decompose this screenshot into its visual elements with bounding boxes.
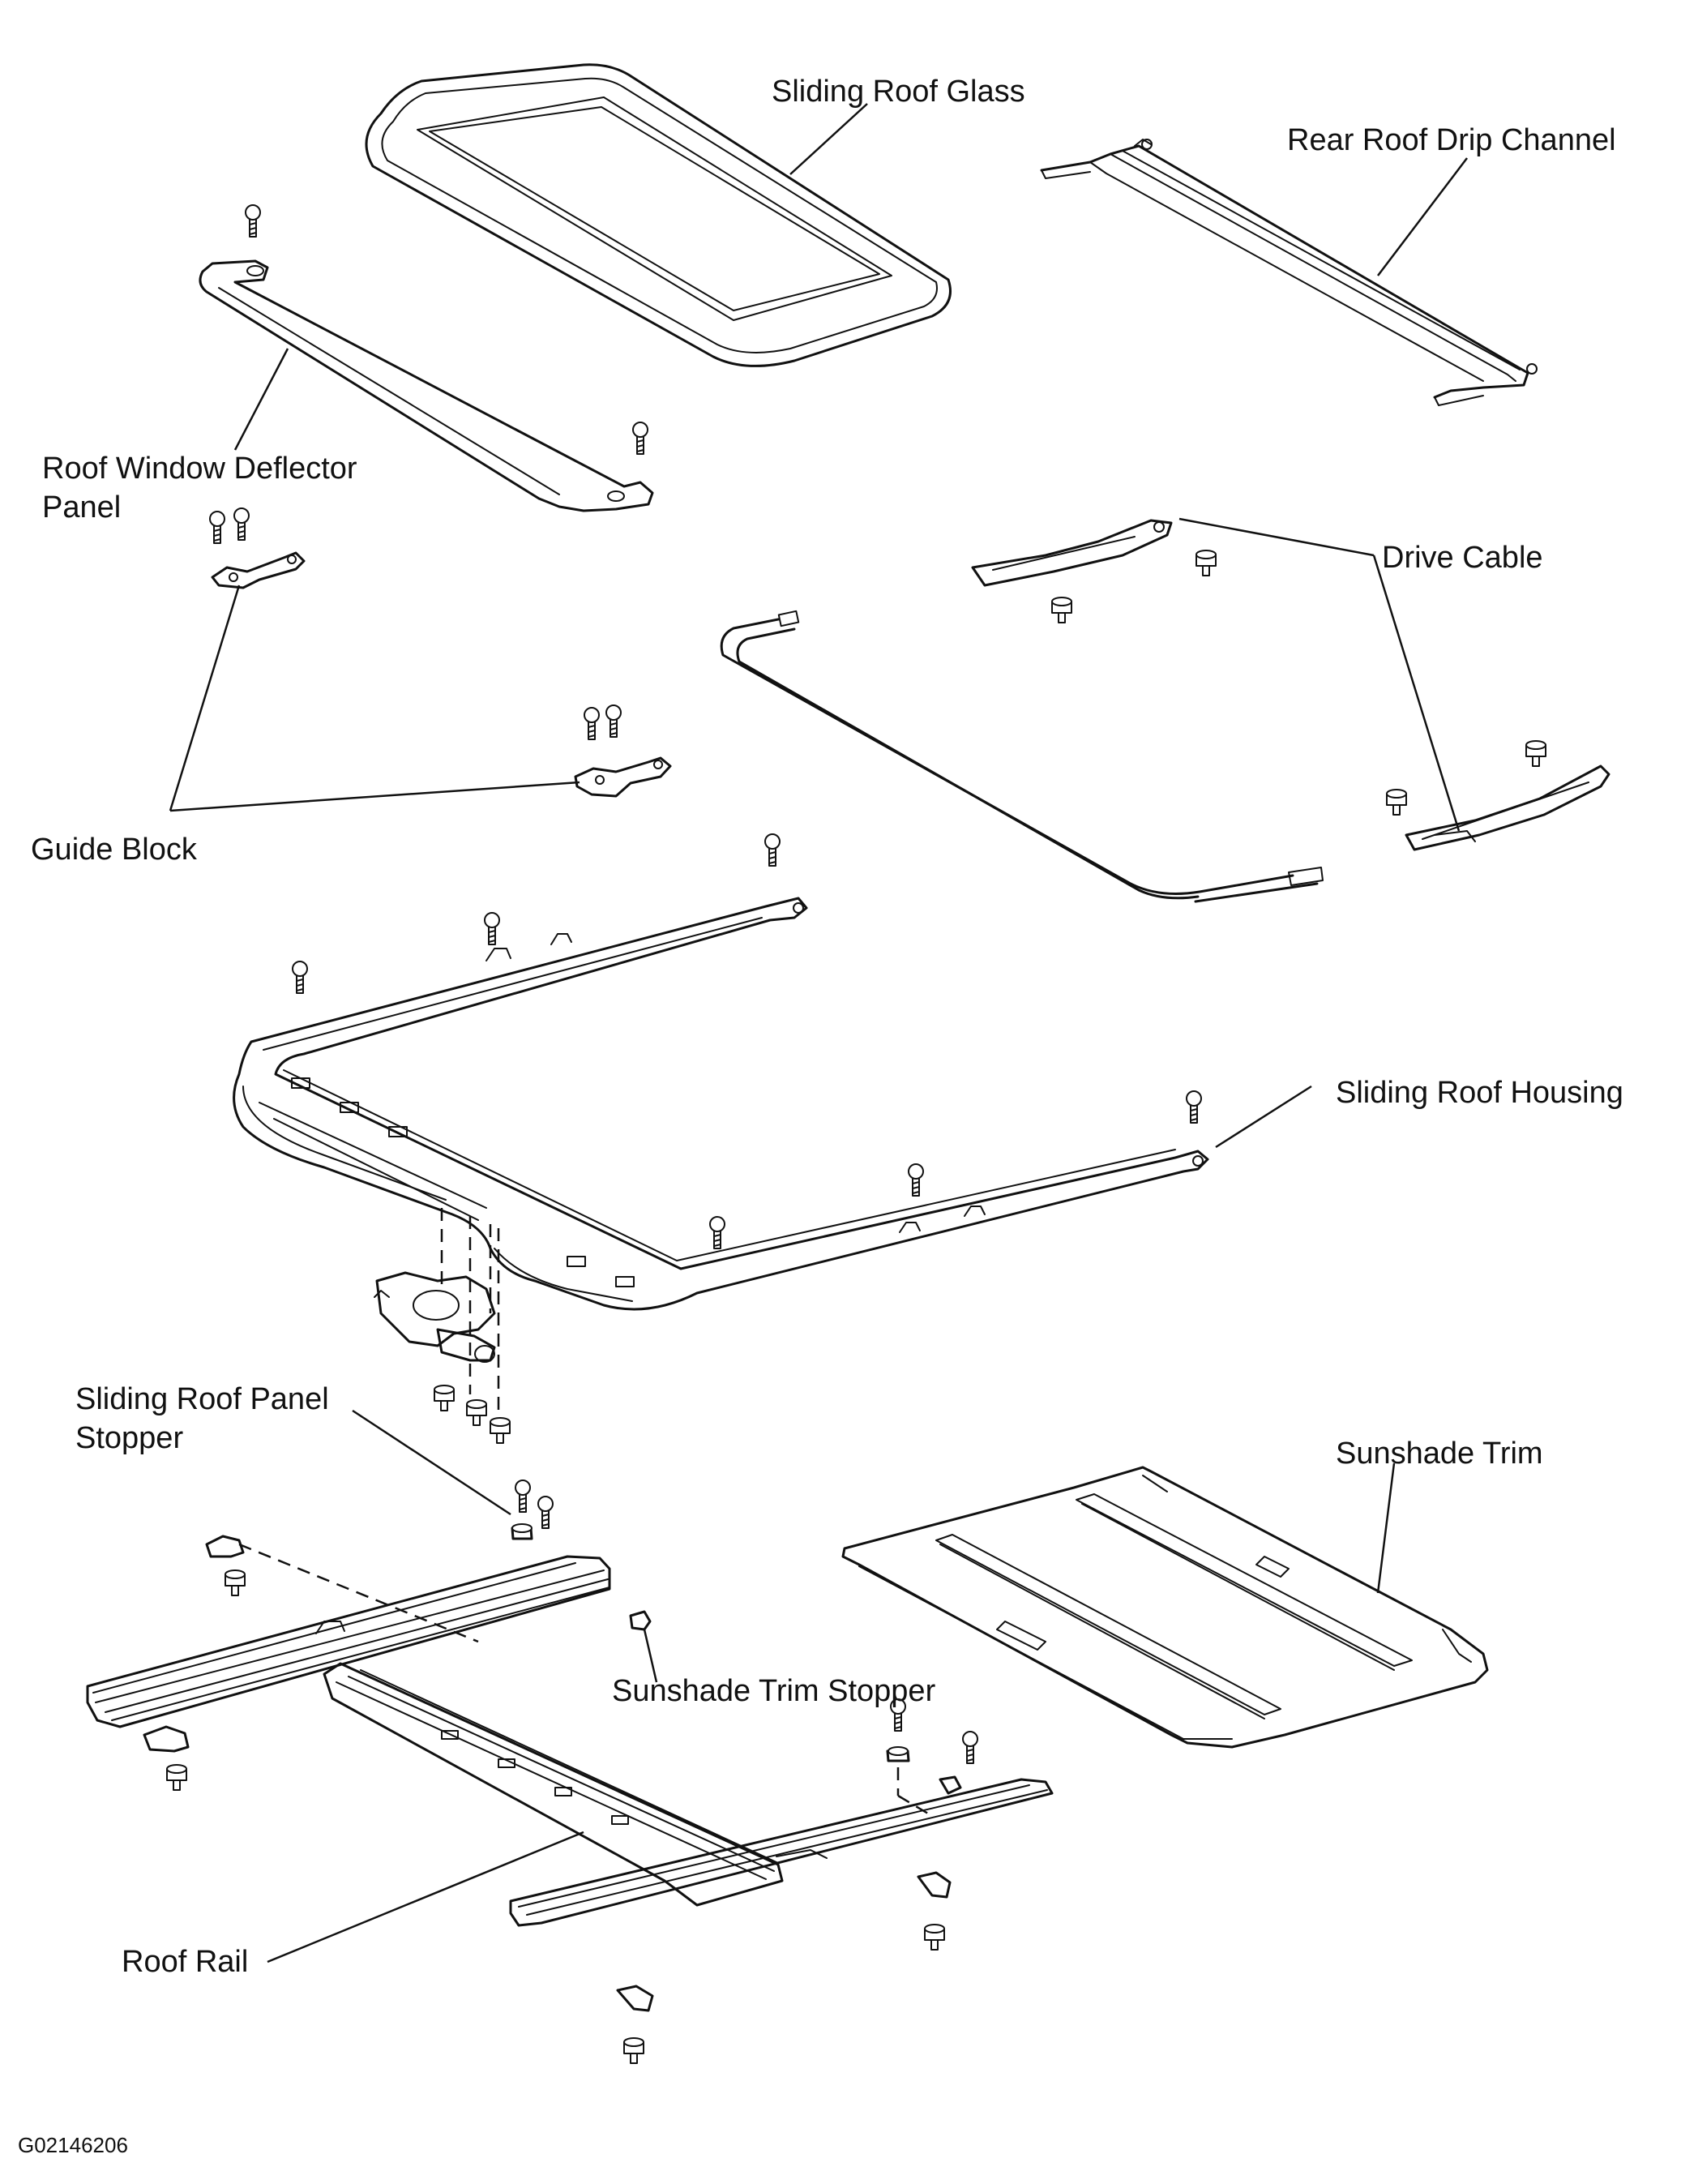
label-roof-rail: Roof Rail	[122, 1945, 248, 1979]
label-roof-window-deflector-panel-line2: Panel	[42, 490, 121, 525]
sliding-roof-panel-stopper	[511, 1480, 554, 1540]
rear-roof-drip-channel	[1040, 139, 1538, 406]
label-sliding-roof-panel-stopper-line2: Stopper	[75, 1421, 183, 1455]
label-guide-block: Guide Block	[31, 833, 198, 867]
roof-rail	[86, 1535, 1054, 2064]
label-sunshade-trim-stopper: Sunshade Trim Stopper	[612, 1674, 936, 1708]
label-rear-roof-drip-channel: Rear Roof Drip Channel	[1287, 123, 1616, 157]
guide-block-right	[574, 704, 672, 798]
front-panel-stopper	[886, 1698, 978, 1795]
label-sliding-roof-glass: Sliding Roof Glass	[772, 75, 1025, 109]
sliding-roof-glass	[365, 63, 952, 367]
label-sunshade-trim: Sunshade Trim	[1336, 1437, 1543, 1471]
label-roof-window-deflector-panel-line1: Roof Window Deflector	[42, 452, 357, 486]
sliding-roof-motor	[374, 1271, 511, 1444]
sliding-roof-housing	[233, 833, 1209, 1311]
sunshade-trim	[841, 1466, 1489, 1749]
drive-cable	[720, 519, 1610, 903]
guide-block-left	[209, 507, 306, 589]
sunshade-trim-stopper	[629, 1610, 652, 1631]
figure-code: G02146206	[18, 2133, 128, 2157]
roof-window-deflector-panel	[199, 204, 654, 512]
label-sliding-roof-panel-stopper-line1: Sliding Roof Panel	[75, 1382, 329, 1416]
label-sliding-roof-housing: Sliding Roof Housing	[1336, 1076, 1623, 1110]
label-drive-cable: Drive Cable	[1382, 541, 1543, 575]
